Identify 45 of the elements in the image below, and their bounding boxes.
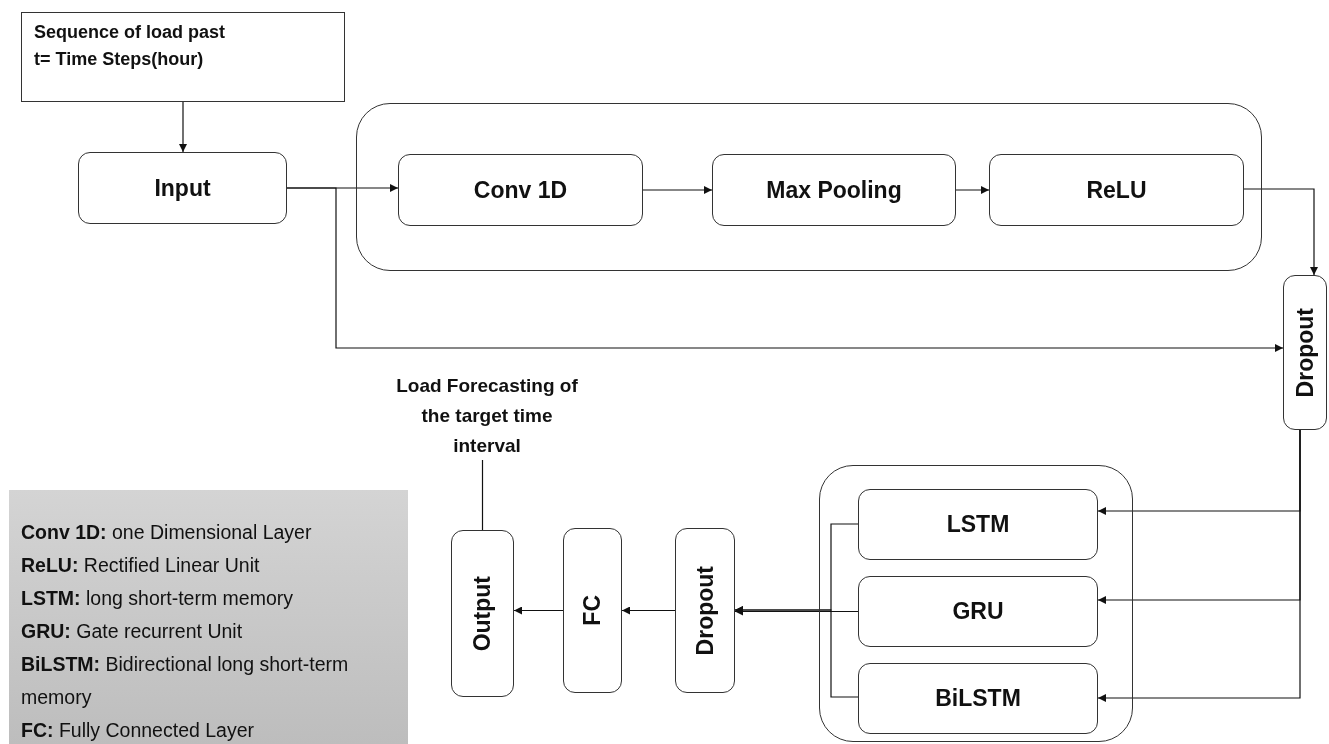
arrow [955, 186, 990, 194]
node-label: Sequence of load past [34, 21, 226, 44]
process-box [858, 663, 1098, 734]
process-box [1283, 275, 1327, 430]
process-box [858, 576, 1098, 647]
node-label: FC [579, 595, 606, 626]
process-box [78, 152, 287, 224]
definition-text: Conv 1D: one Dimensional Layer [21, 520, 312, 545]
arrow [513, 606, 564, 615]
process-box [398, 154, 643, 226]
node-label: Input [154, 174, 211, 202]
definition-text: LSTM: long short-term memory [21, 586, 293, 611]
arrow [1097, 429, 1301, 702]
process-box [563, 528, 622, 693]
process-box [712, 154, 956, 226]
definitions-panel [9, 490, 408, 744]
definition-text: GRU: Gate recurrent Unit [21, 619, 243, 644]
connector-line [481, 459, 484, 531]
node-label: GRU [952, 598, 1004, 625]
definition-text: ReLU: Rectified Linear Unit [21, 553, 260, 578]
node-label: Max Pooling [766, 176, 902, 204]
process-box [675, 528, 735, 693]
input-description-box [21, 12, 345, 102]
node-label: BiLSTM [935, 685, 1021, 712]
process-box [858, 489, 1098, 560]
node-label: LSTM [946, 511, 1010, 538]
node-label: Conv 1D [473, 176, 568, 204]
process-box [451, 530, 514, 697]
node-label: t= Time Steps(hour) [34, 48, 204, 71]
arrow [621, 606, 676, 615]
definition-text: FC: Fully Connected Layer [21, 718, 255, 743]
definition-text: BiLSTM: Bidirectional long short-term memory [21, 652, 350, 710]
node-label: Dropout [1291, 307, 1319, 398]
node-label: Output [469, 575, 496, 652]
node-label: ReLU [1086, 176, 1147, 204]
arrow [642, 186, 713, 194]
arrow [734, 606, 859, 698]
arrow [179, 101, 187, 153]
rnn-group-box [819, 465, 1133, 742]
arrow [286, 187, 1284, 352]
cnn-group-box [356, 103, 1262, 271]
output-description: Load Forecasting of the target time interval [395, 374, 579, 458]
process-box [989, 154, 1244, 226]
arrow [1243, 188, 1318, 276]
node-label: Dropout [691, 565, 719, 656]
